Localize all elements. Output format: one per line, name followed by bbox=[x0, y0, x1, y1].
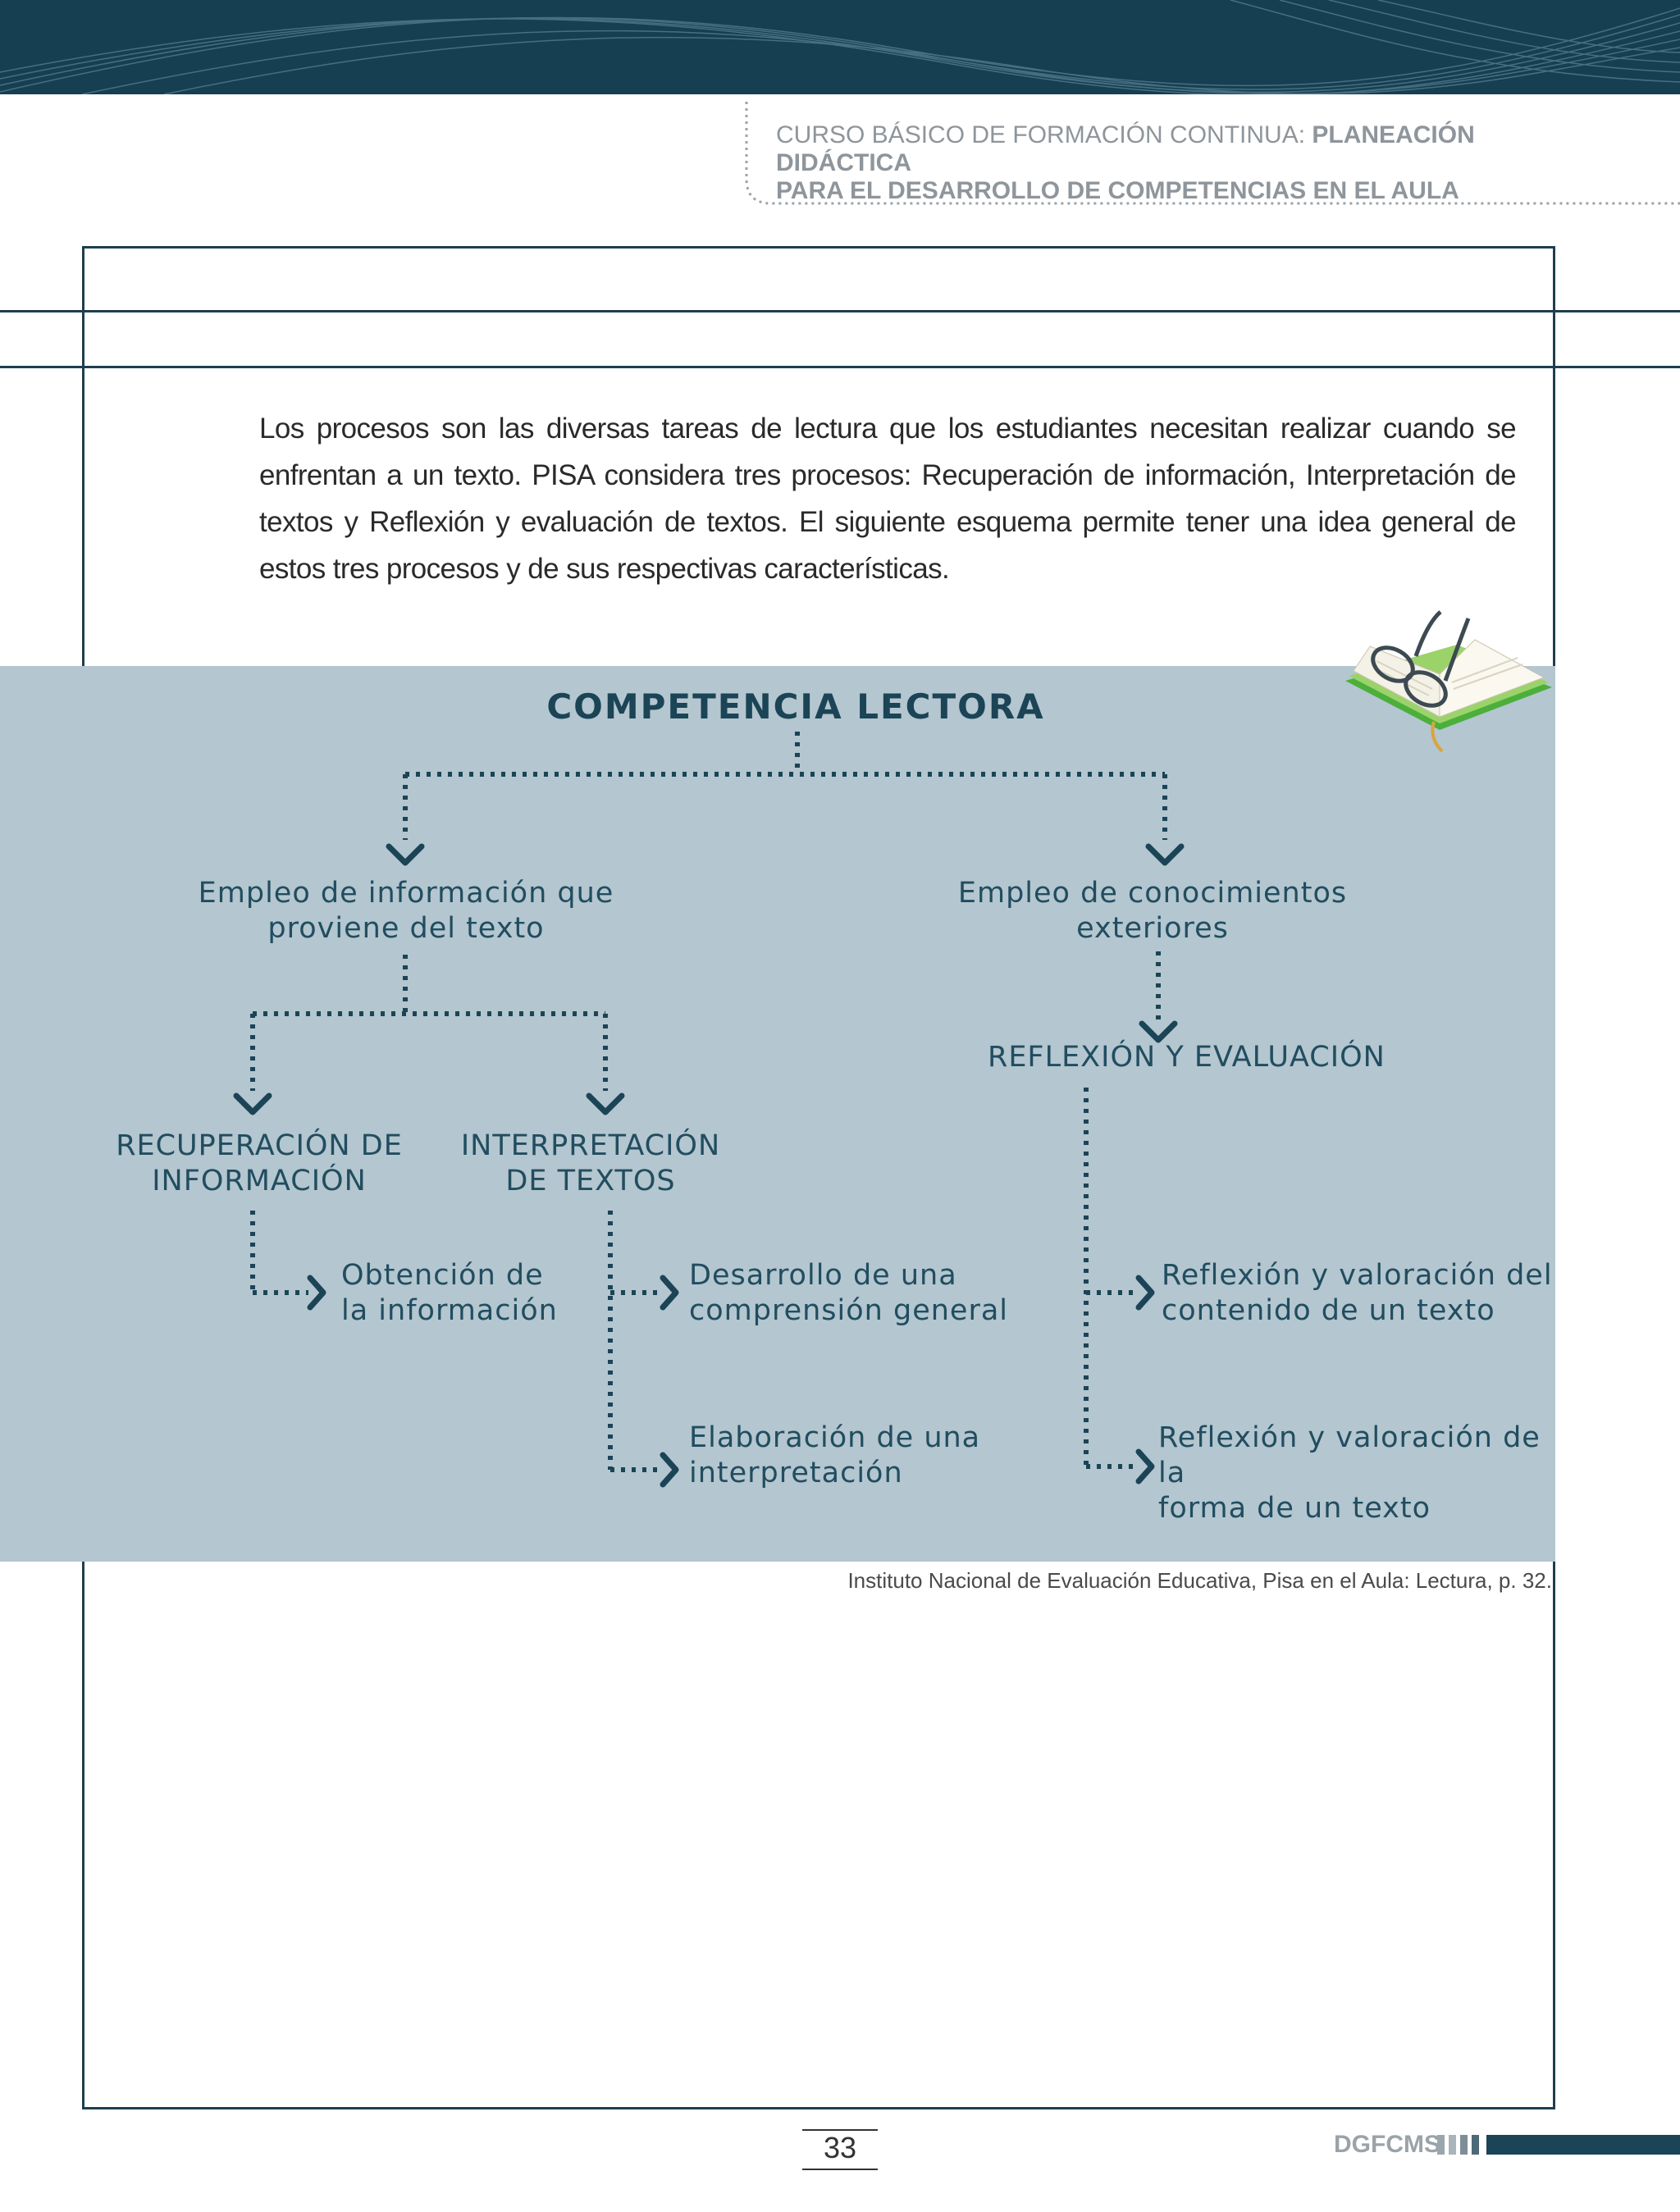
diagram-title: COMPETENCIA LECTORA bbox=[546, 686, 1045, 727]
leaf-reflexion-forma-line2: forma de un texto bbox=[1158, 1492, 1431, 1525]
divider-line-1 bbox=[0, 310, 1680, 312]
node-left-branch-line2: proviene del texto bbox=[267, 912, 545, 945]
leaf-obtencion: Obtención de la información bbox=[341, 1258, 558, 1329]
arrow-right-icon bbox=[307, 1275, 326, 1311]
course-title-line1: PLANEACIÓN DIDÁCTICA bbox=[776, 121, 1475, 176]
header-band bbox=[0, 0, 1680, 94]
leaf-desarrollo-line1: Desarrollo de una bbox=[689, 1259, 957, 1292]
leaf-elaboracion: Elaboración de una interpretación bbox=[689, 1421, 980, 1491]
arrow-right-icon bbox=[1135, 1448, 1155, 1485]
node-left-branch: Empleo de información que proviene del t… bbox=[189, 876, 623, 946]
divider-line-2 bbox=[0, 366, 1680, 368]
diagram-panel: COMPETENCIA LECTORA Empleo de informació… bbox=[0, 666, 1555, 1562]
node-interpretacion-line1: INTERPRETACIÓN bbox=[460, 1129, 721, 1162]
leaf-reflexion-contenido: Reflexión y valoración del contenido de … bbox=[1162, 1258, 1553, 1329]
leaf-desarrollo: Desarrollo de una comprensión general bbox=[689, 1258, 1008, 1329]
node-interpretacion-line2: DE TEXTOS bbox=[505, 1165, 676, 1197]
leaf-reflexion-forma: Reflexión y valoración de la forma de un… bbox=[1158, 1421, 1555, 1526]
leaf-desarrollo-line2: comprensión general bbox=[689, 1294, 1009, 1327]
footer-stripe bbox=[1437, 2135, 1445, 2155]
node-recuperacion-line1: RECUPERACIÓN DE bbox=[116, 1129, 403, 1162]
page-number-rule-top bbox=[802, 2129, 878, 2131]
footer-brand: DGFCMS bbox=[1334, 2131, 1440, 2158]
course-title-line2: PARA EL DESARROLLO DE COMPETENCIAS EN EL… bbox=[776, 177, 1459, 204]
decorative-wave-lines bbox=[0, 0, 1680, 94]
leaf-reflexion-contenido-line1: Reflexión y valoración del bbox=[1162, 1259, 1553, 1292]
leaf-reflexion-forma-line1: Reflexión y valoración de la bbox=[1158, 1421, 1541, 1489]
course-prefix: CURSO BÁSICO DE FORMACIÓN CONTINUA: bbox=[776, 121, 1312, 148]
node-recuperacion: RECUPERACIÓN DE INFORMACIÓN bbox=[115, 1129, 404, 1199]
leaf-obtencion-line1: Obtención de bbox=[341, 1259, 544, 1292]
arrow-right-icon bbox=[660, 1452, 679, 1488]
arrow-down-icon bbox=[386, 843, 425, 866]
node-right-branch: Empleo de conocimientos exteriores bbox=[952, 876, 1354, 946]
course-title: CURSO BÁSICO DE FORMACIÓN CONTINUA: PLAN… bbox=[776, 121, 1596, 205]
leaf-elaboracion-line2: interpretación bbox=[689, 1457, 903, 1489]
page-number: 33 bbox=[823, 2131, 857, 2164]
leaf-obtencion-line2: la información bbox=[341, 1294, 558, 1327]
open-book-with-glasses-icon bbox=[1345, 610, 1552, 753]
intro-paragraph: Los procesos son las diversas tareas de … bbox=[259, 413, 1517, 585]
node-right-branch-line1: Empleo de conocimientos bbox=[957, 877, 1348, 910]
footer-stripe bbox=[1449, 2135, 1456, 2155]
node-recuperacion-line2: INFORMACIÓN bbox=[152, 1165, 367, 1197]
node-reflexion: REFLEXIÓN Y EVALUACIÓN bbox=[988, 1041, 1386, 1074]
page-number-rule-bottom bbox=[802, 2169, 878, 2170]
node-right-branch-line2: exteriores bbox=[1076, 912, 1229, 945]
leaf-reflexion-contenido-line2: contenido de un texto bbox=[1162, 1294, 1495, 1327]
arrow-down-icon bbox=[233, 1092, 272, 1115]
leaf-elaboracion-line1: Elaboración de una bbox=[689, 1421, 981, 1454]
arrow-down-icon bbox=[586, 1092, 625, 1115]
source-caption: Instituto Nacional de Evaluación Educati… bbox=[847, 1568, 1552, 1593]
node-left-branch-line1: Empleo de información que bbox=[198, 877, 614, 910]
arrow-down-icon bbox=[1139, 1020, 1178, 1043]
footer-stripe bbox=[1472, 2135, 1479, 2155]
arrow-down-icon bbox=[1145, 843, 1185, 866]
node-interpretacion: INTERPRETACIÓN DE TEXTOS bbox=[459, 1129, 722, 1199]
footer-stripe bbox=[1460, 2135, 1468, 2155]
arrow-right-icon bbox=[660, 1275, 679, 1311]
footer-bar bbox=[1486, 2135, 1680, 2155]
arrow-right-icon bbox=[1135, 1275, 1155, 1311]
diagram-connectors bbox=[233, 732, 1185, 1488]
